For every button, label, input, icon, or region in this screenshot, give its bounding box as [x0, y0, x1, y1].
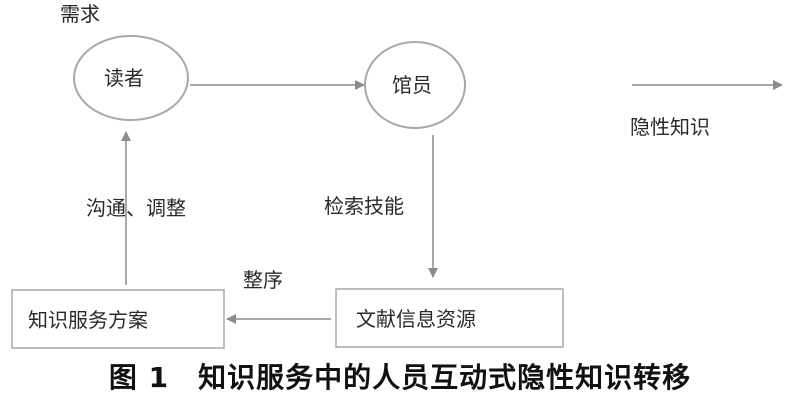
plan-node-shape: [11, 289, 225, 349]
resources-node-label: 文献信息资源: [356, 307, 476, 331]
reader-node-shape: [73, 35, 189, 121]
communicate-label: 沟通、调整: [86, 196, 186, 220]
demand-label: 需求: [60, 2, 100, 26]
retrieval-label: 检索技能: [324, 194, 404, 218]
plan-node-label: 知识服务方案: [28, 308, 148, 332]
reader-node-label: 读者: [104, 66, 144, 90]
librarian-node-shape: [364, 41, 466, 129]
librarian-node-label: 馆员: [392, 73, 432, 97]
figure-caption: 图 1 知识服务中的人员互动式隐性知识转移: [108, 361, 692, 394]
organize-label: 整序: [243, 268, 283, 292]
resources-node-shape: [335, 288, 564, 348]
legend-label: 隐性知识: [630, 115, 710, 139]
